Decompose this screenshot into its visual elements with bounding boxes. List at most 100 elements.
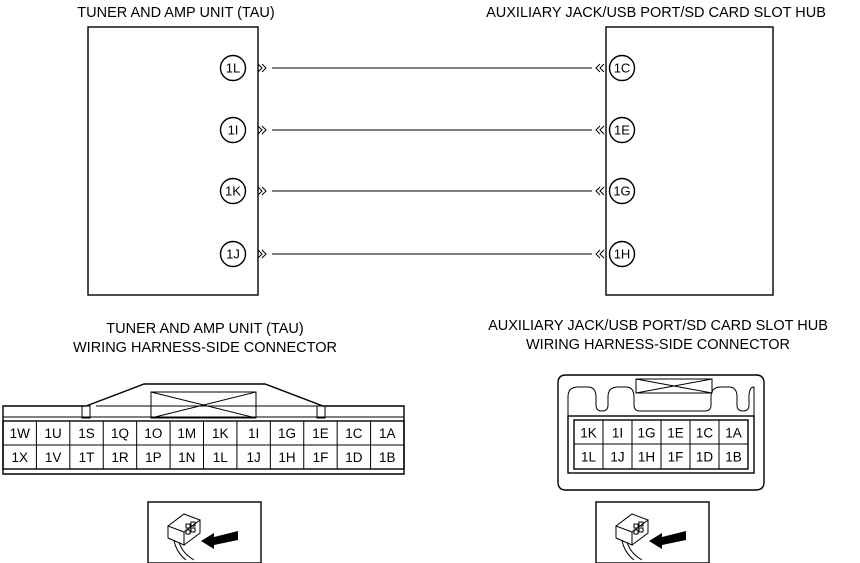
left-latch	[81, 405, 91, 419]
left-terminal-circle	[219, 116, 247, 144]
wire-row-1: 1L 1C	[219, 54, 636, 82]
pin-cell-label: 1C	[696, 426, 714, 441]
plug-wires	[173, 539, 195, 561]
left-connector-view-icon	[147, 501, 262, 563]
connector-mark-icon	[257, 249, 267, 259]
right-connector: 1K 1I 1G 1E 1C 1A 1L 1J 1H 1F 1D 1B	[557, 374, 765, 491]
connector-mark-icon	[257, 63, 267, 73]
right-connector-housing-outer	[557, 374, 765, 491]
connector-mark-icon	[595, 63, 605, 73]
pin-cell-label: 1E	[312, 426, 329, 441]
pin-cell-label: 1X	[11, 450, 28, 465]
right-terminal-circle	[608, 240, 636, 268]
pin-cell-label: 1B	[725, 450, 742, 465]
pin-cell-label: 1K	[580, 426, 597, 441]
plug-right-face	[183, 520, 201, 546]
pin-cell-label: 1D	[345, 450, 363, 465]
plug-left-face	[167, 526, 185, 546]
right-connector-view-icon	[595, 501, 710, 563]
wire-row-3: 1K 1G	[219, 177, 636, 205]
plug-pin	[190, 527, 196, 533]
pin-cell-label: 1U	[44, 426, 61, 441]
pin-cell-label: 1S	[78, 426, 95, 441]
pin-cell-label: 1O	[144, 426, 162, 441]
wire-row-2: 1I 1E	[219, 116, 636, 144]
pin-cell-label: 1J	[610, 450, 624, 465]
pin-cell-label: 1L	[581, 450, 597, 465]
left-terminal-circle	[219, 240, 247, 268]
wire-row-4: 1J 1H	[219, 240, 636, 268]
left-connector-title-line1: TUNER AND AMP UNIT (TAU)	[106, 321, 303, 337]
right-terminal-label: 1G	[613, 184, 630, 199]
right-lock-tab	[635, 378, 713, 394]
left-unit-box	[87, 26, 259, 296]
pin-cell-label: 1R	[111, 450, 129, 465]
right-terminal-label: 1E	[614, 123, 630, 138]
plug-wires	[621, 539, 643, 561]
plug-pin	[185, 529, 191, 535]
pin-cell-label: 1I	[248, 426, 259, 441]
lock-tab-cross	[150, 391, 257, 419]
pin-cell-label: 1Q	[111, 426, 129, 441]
right-connector-housing-inner	[567, 386, 755, 416]
pin-cell-label: 1F	[668, 450, 684, 465]
right-terminal-label: 1H	[614, 247, 631, 262]
left-connector-title-line2: WIRING HARNESS-SIDE CONNECTOR	[73, 340, 337, 356]
pin-cell-label: 1A	[379, 426, 396, 441]
pin-cell-label: 1D	[696, 450, 714, 465]
connector-mark-icon	[257, 186, 267, 196]
pin-cell-label: 1M	[177, 426, 196, 441]
right-terminal-circle	[608, 116, 636, 144]
plug-pin	[190, 521, 196, 527]
pin-cell-label: 1H	[278, 450, 295, 465]
pin-cell-label: 1K	[212, 426, 229, 441]
plug-right-face	[631, 520, 649, 546]
plug-pin	[185, 523, 191, 529]
pin-cell-label: 1G	[278, 426, 296, 441]
pin-cell-label: 1I	[612, 426, 623, 441]
connector-mark-icon	[595, 186, 605, 196]
pin-cell-label: 1H	[638, 450, 655, 465]
plug-pin	[638, 527, 644, 533]
left-terminal-label: 1K	[225, 184, 241, 199]
right-connector-title-line1: AUXILIARY JACK/USB PORT/SD CARD SLOT HUB	[488, 318, 828, 334]
pin-cell-label: 1F	[313, 450, 329, 465]
connector-mark-icon	[595, 125, 605, 135]
connector-mark-icon	[595, 249, 605, 259]
pin-cell-label: 1W	[10, 426, 31, 441]
left-terminal-circle	[219, 54, 247, 82]
pin-cell-label: 1A	[725, 426, 742, 441]
right-pin-grid: 1K 1I 1G 1E 1C 1A 1L 1J 1H 1F 1D 1B	[580, 420, 742, 469]
view-icon-frame	[147, 501, 262, 563]
plug-left-face	[615, 526, 633, 546]
connector-mark-icon	[257, 125, 267, 135]
left-terminal-circle	[219, 177, 247, 205]
plug-pin	[638, 521, 644, 527]
pin-cell-label: 1G	[637, 426, 655, 441]
lock-tab-cross	[635, 378, 713, 394]
view-icon-frame	[595, 501, 710, 563]
pin-cell-label: 1J	[246, 450, 260, 465]
pin-cell-label: 1N	[178, 450, 195, 465]
lock-tab-box	[635, 378, 713, 394]
left-terminal-label: 1L	[226, 61, 240, 76]
right-terminal-label: 1C	[614, 61, 631, 76]
pin-cell-label: 1V	[45, 450, 62, 465]
left-unit-title: TUNER AND AMP UNIT (TAU)	[77, 5, 274, 21]
right-terminal-circle	[608, 54, 636, 82]
pin-cell-label: 1P	[145, 450, 162, 465]
left-lock-tab	[150, 391, 257, 419]
pin-cell-label: 1C	[345, 426, 363, 441]
view-direction-arrow-icon	[649, 531, 686, 549]
lock-tab-box	[150, 391, 257, 419]
plug-pin	[633, 523, 639, 529]
pin-cell-label: 1L	[213, 450, 229, 465]
pin-cell-label: 1E	[667, 426, 684, 441]
left-latch	[316, 405, 326, 419]
left-terminal-label: 1I	[228, 123, 239, 138]
pin-cell-label: 1B	[379, 450, 396, 465]
